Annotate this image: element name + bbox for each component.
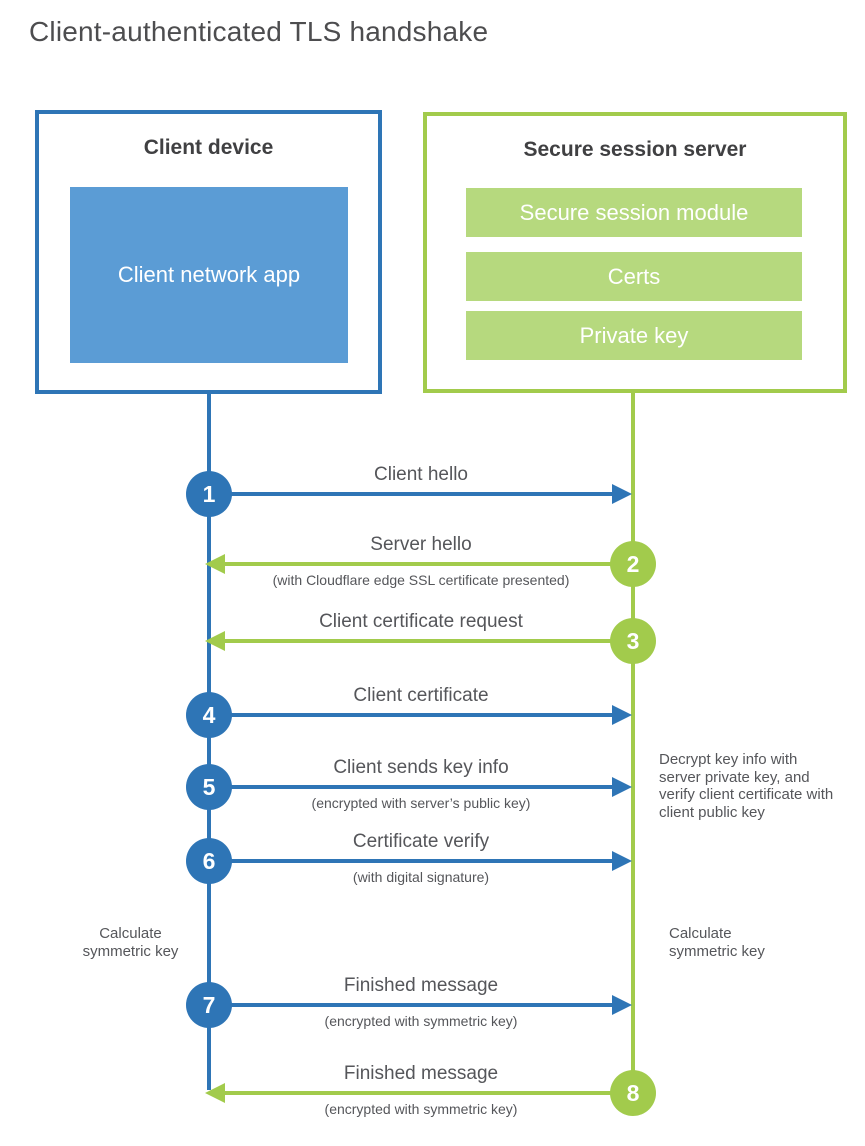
server-decrypt-note: Decrypt key info with server private key… [659,751,834,822]
arrow-shaft [225,639,633,643]
step-number-badge: 1 [186,471,232,517]
step-number-badge: 3 [610,618,656,664]
step-label: Client certificate [353,685,489,706]
step-label: Server hello [370,534,472,555]
step-number-badge: 4 [186,692,232,738]
arrow-head-right-icon [612,851,632,871]
secure-session-server-title: Secure session server [523,138,747,161]
arrow-shaft [209,785,613,789]
arrow-shaft [209,492,613,496]
step-sublabel: (encrypted with server’s public key) [311,795,531,811]
arrow-head-right-icon [612,705,632,725]
step-number-badge: 5 [186,764,232,810]
step-sublabel: (with Cloudflare edge SSL certificate pr… [272,572,570,588]
client-calculate-symmetric-key-note: Calculate symmetric key [82,925,179,960]
client-device-box: Client device Client network app [35,110,382,394]
client-network-app-box: Client network app [70,187,348,363]
step-label: Client hello [374,464,468,485]
client-network-app-label: Client network app [117,262,301,288]
arrow-head-left-icon [205,631,225,651]
step-number-badge: 8 [610,1070,656,1116]
client-lifeline [207,394,211,1090]
step-label: Finished message [343,1063,499,1084]
server-lifeline [631,393,635,1094]
step-label: Finished message [343,975,499,996]
step-label: Client sends key info [333,757,509,778]
arrow-shaft [209,1003,613,1007]
step-number-badge: 6 [186,838,232,884]
arrow-head-right-icon [612,484,632,504]
arrow-shaft [209,713,613,717]
arrow-shaft [225,1091,633,1095]
secure-session-server-box: Secure session server Secure session mod… [423,112,847,393]
step-sublabel: (with digital signature) [352,869,490,885]
step-label: Client certificate request [319,611,523,632]
arrow-head-right-icon [612,777,632,797]
server-calculate-symmetric-key-note: Calculate symmetric key [669,925,765,960]
step-number-badge: 2 [610,541,656,587]
step-label: Certificate verify [352,831,490,852]
step-sublabel: (encrypted with symmetric key) [324,1101,518,1117]
server-module-bar: Secure session module [466,188,802,237]
server-module-bar: Private key [466,311,802,360]
arrow-head-left-icon [205,1083,225,1103]
page-title: Client-authenticated TLS handshake [29,16,489,47]
server-module-bar: Certs [466,252,802,301]
step-number-badge: 7 [186,982,232,1028]
arrow-head-left-icon [205,554,225,574]
arrow-head-right-icon [612,995,632,1015]
client-device-title: Client device [143,136,274,159]
arrow-shaft [209,859,613,863]
step-sublabel: (encrypted with symmetric key) [324,1013,518,1029]
arrow-shaft [225,562,633,566]
